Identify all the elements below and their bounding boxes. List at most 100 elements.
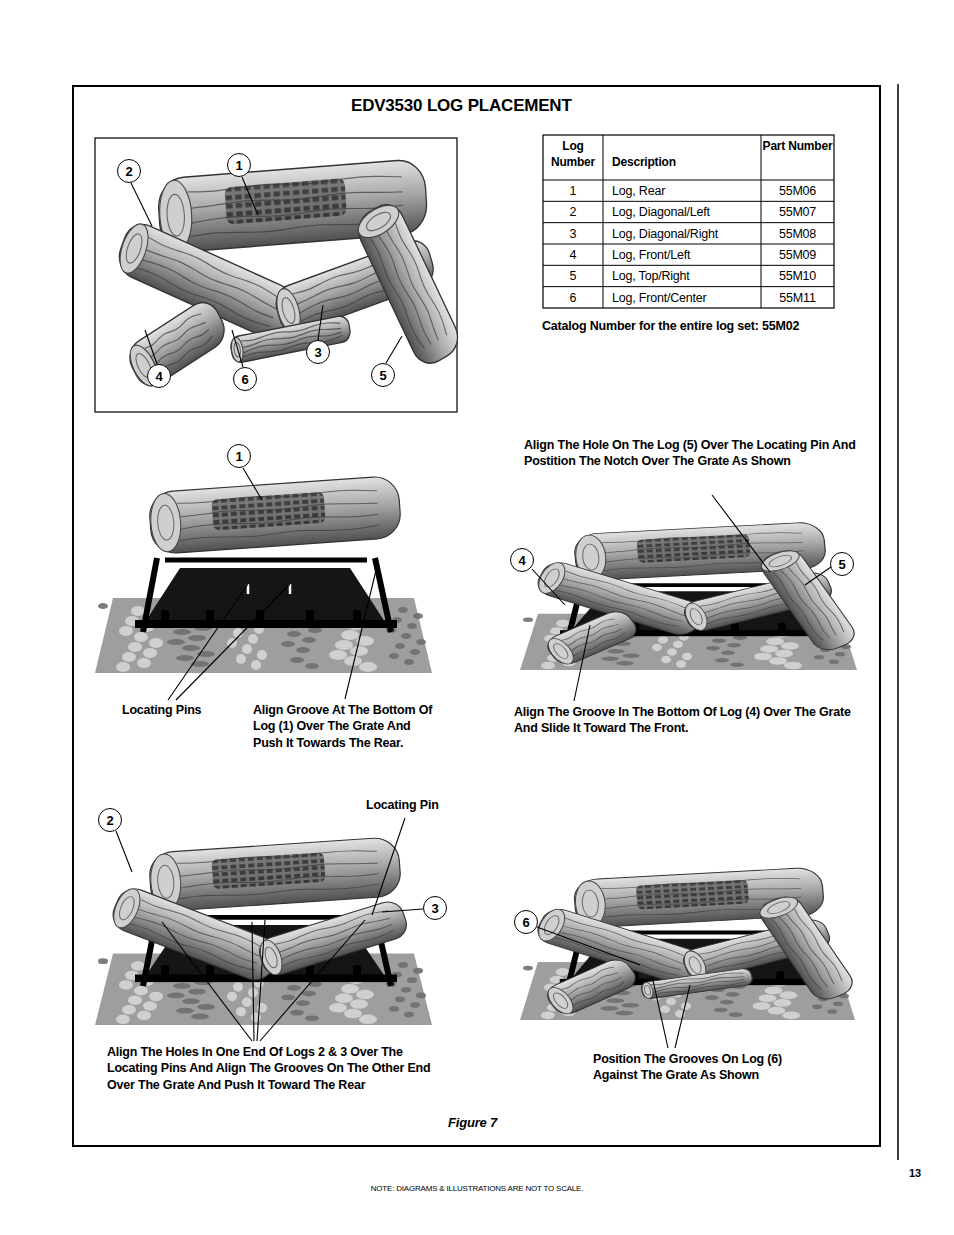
illustration-part xyxy=(543,201,834,202)
illustration-part xyxy=(153,328,210,367)
illustration-part xyxy=(416,639,426,645)
illustration-part xyxy=(543,135,834,308)
illustration-part xyxy=(116,1015,130,1025)
illustration-part xyxy=(242,997,252,1007)
illustration-part xyxy=(756,893,802,922)
callout-circle: 1 xyxy=(227,153,251,177)
illustration-part xyxy=(712,638,726,643)
illustration-part xyxy=(543,984,578,1017)
instruction-text: Position The Grooves On Log (6) Against … xyxy=(593,1051,818,1084)
illustration-part xyxy=(770,918,821,991)
illustration-part xyxy=(401,987,411,993)
leader-line xyxy=(145,330,157,364)
illustration-part xyxy=(251,660,261,670)
illustration-part xyxy=(281,995,295,1001)
callout-number: 4 xyxy=(155,370,162,383)
illustration-part xyxy=(335,994,353,1004)
illustration-part xyxy=(759,994,777,1002)
illustration-part xyxy=(615,1011,633,1016)
leader-line xyxy=(532,569,565,605)
illustration-part xyxy=(98,603,108,609)
illustration-part xyxy=(705,995,719,1000)
illustration-part xyxy=(359,662,377,672)
log-shape xyxy=(148,837,402,913)
log-shape xyxy=(542,607,642,668)
illustration-part xyxy=(116,895,137,922)
illustration-part xyxy=(236,1007,246,1017)
illustration-part xyxy=(263,946,280,969)
illustration-part xyxy=(765,987,783,995)
log-shape xyxy=(756,546,861,654)
page-title: EDV3530 LOG PLACEMENT xyxy=(351,95,572,117)
illustration-part xyxy=(188,989,206,995)
callout-number: 5 xyxy=(838,558,845,571)
instruction-text: Align The Holes In One End Of Logs 2 & 3… xyxy=(107,1044,435,1093)
illustration-part xyxy=(603,135,604,308)
illustration-part xyxy=(775,650,793,658)
leader-line xyxy=(168,584,248,700)
table-cell: 2 xyxy=(543,204,603,220)
illustration-part xyxy=(179,525,379,541)
illustration-part xyxy=(541,662,555,670)
burner-pan xyxy=(145,568,385,622)
illustration-part xyxy=(395,996,405,1002)
illustration-part xyxy=(130,922,254,972)
illustration-part xyxy=(565,917,689,958)
illustration-part xyxy=(814,655,824,660)
illustration-part xyxy=(182,645,200,651)
illustration-part xyxy=(350,646,368,656)
illustration-part xyxy=(148,319,205,358)
illustration-part xyxy=(167,993,185,999)
log-shape xyxy=(124,296,231,393)
illustration-part xyxy=(835,652,845,657)
illustration-part xyxy=(410,1002,420,1008)
log-set-illustration xyxy=(520,522,860,670)
illustration-part xyxy=(829,659,839,664)
page-frame xyxy=(73,86,880,1146)
illustration-part xyxy=(166,194,186,237)
callout-circle: 6 xyxy=(514,910,538,934)
illustration-part xyxy=(640,968,753,1000)
illustration-part xyxy=(601,1006,619,1011)
illustration-part xyxy=(766,638,784,646)
illustration-part xyxy=(551,991,571,1010)
log-set-illustration xyxy=(520,867,858,1020)
figure-caption: Figure 7 xyxy=(448,1115,497,1132)
illustration-part xyxy=(768,1007,786,1015)
illustration-part xyxy=(233,342,241,358)
parts-table-grid xyxy=(543,135,834,308)
illustration-part xyxy=(404,1012,414,1018)
illustration-part xyxy=(658,636,668,644)
illustration-part xyxy=(389,1006,399,1012)
leader-line xyxy=(382,909,423,912)
illustration-part xyxy=(754,892,858,1004)
illustration-part xyxy=(149,638,163,648)
illustration-part xyxy=(242,644,252,654)
illustration-part xyxy=(666,998,676,1006)
illustration-part xyxy=(753,1002,771,1010)
illustration-part xyxy=(401,633,411,639)
illustration-part xyxy=(785,912,836,985)
table-cell: Log, Front/Left xyxy=(612,247,760,263)
illustration-part xyxy=(754,653,772,661)
illustration-part xyxy=(302,637,316,643)
illustration-part xyxy=(601,656,619,661)
footer-note: NOTE: DIAGRAMS & ILLUSTRATIONS ARE NOT T… xyxy=(277,1184,677,1194)
illustration-part xyxy=(726,992,740,997)
table-cell: Log, Rear xyxy=(612,183,760,199)
illustration-part xyxy=(134,986,148,996)
illustration-part xyxy=(329,1003,347,1013)
illustration-part xyxy=(178,872,378,888)
log-shape xyxy=(229,315,351,364)
illustration-part xyxy=(353,610,361,622)
log-shape xyxy=(255,898,410,978)
illustration-part xyxy=(781,642,799,650)
leader-line xyxy=(260,920,365,1041)
table-cell: 4 xyxy=(543,247,603,263)
illustration-part xyxy=(543,635,578,667)
illustration-part xyxy=(769,657,787,665)
illustration-part xyxy=(573,981,626,1006)
illustration-part xyxy=(404,659,414,665)
illustration-part xyxy=(581,890,599,918)
illustration-part xyxy=(765,899,792,916)
